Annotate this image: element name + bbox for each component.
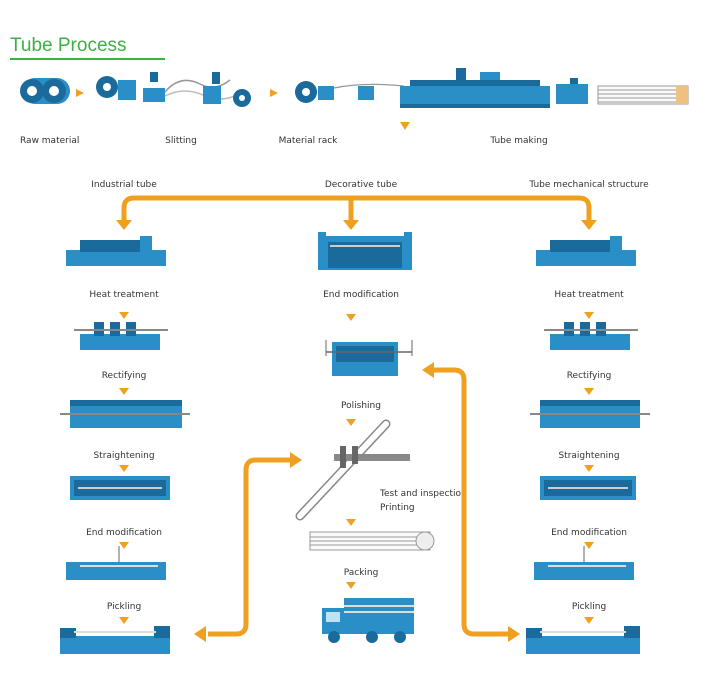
polishing-machine-icon (325, 340, 413, 376)
arrow-down-icon (343, 220, 359, 230)
end-modification-bench-icon (534, 546, 634, 580)
raw-material-coils-icon (20, 78, 70, 104)
arrow-down-icon (119, 465, 129, 472)
label-ind-pickling: Pickling (106, 602, 142, 612)
heat-treatment-machine-icon (66, 236, 166, 266)
arrow-down-icon (584, 465, 594, 472)
label-dec-packing: Packing (343, 568, 379, 578)
arrow-left-icon (422, 362, 434, 378)
label-industrial-tube: Industrial tube (91, 180, 157, 190)
connector-left-double-arrow (208, 457, 292, 637)
arrow-right-icon (290, 452, 302, 468)
straightening-machine-icon (60, 400, 190, 428)
label-material-rack: Material rack (278, 136, 338, 146)
arrow-down-icon (119, 388, 129, 395)
label-mech-rectifying: Rectifying (566, 371, 612, 381)
label-ind-straightening: Straightening (93, 451, 155, 461)
arrow-down-icon (581, 220, 597, 230)
label-dec-test-inspection: Test and inspection (380, 489, 467, 499)
arrow-down-icon (116, 220, 132, 230)
pickling-tank-icon (526, 626, 640, 654)
label-mechanical-structure: Tube mechanical structure (529, 180, 649, 190)
label-mech-end-modification: End modification (551, 528, 627, 538)
tube-bundle-icon (309, 531, 435, 551)
page-title: Tube Process (10, 34, 165, 60)
arrow-down-icon (584, 388, 594, 395)
slitting-machine-icon (96, 72, 251, 107)
rectifying-machine-icon (74, 322, 168, 350)
end-modification-machine-icon (70, 476, 170, 500)
label-decorative-tube: Decorative tube (324, 180, 398, 190)
arrow-down-icon (346, 419, 356, 426)
arrow-down-icon (346, 582, 356, 589)
arrow-right-icon (76, 89, 84, 97)
arrow-down-icon (346, 519, 356, 526)
end-modification-machine-icon (540, 476, 636, 500)
label-ind-heat-treatment: Heat treatment (89, 290, 159, 300)
tube-making-line-icon (400, 68, 689, 108)
arrow-down-icon (119, 542, 129, 549)
arrow-down-icon (119, 617, 129, 624)
connector-right-double-arrow (432, 367, 510, 637)
pickling-tank-icon (60, 626, 170, 654)
heat-treatment-machine-icon (536, 236, 636, 266)
end-modification-bench-icon (66, 546, 166, 580)
label-mech-heat-treatment: Heat treatment (554, 290, 624, 300)
arrow-down-icon (584, 312, 594, 319)
packing-truck-icon (322, 598, 414, 643)
material-rack-icon (295, 81, 405, 103)
arrow-left-icon (194, 626, 206, 642)
label-dec-end-modification: End modification (323, 290, 399, 300)
label-dec-printing: Printing (380, 503, 415, 513)
label-mech-straightening: Straightening (558, 451, 620, 461)
arrow-down-icon (400, 122, 410, 130)
label-slitting: Slitting (165, 136, 197, 146)
rectifying-machine-icon (544, 322, 638, 350)
arrow-down-icon (584, 542, 594, 549)
caliper-inspection-icon (295, 419, 410, 521)
label-ind-rectifying: Rectifying (101, 371, 147, 381)
arrow-down-icon (584, 617, 594, 624)
arrow-right-icon (270, 89, 278, 97)
label-ind-end-modification: End modification (86, 528, 162, 538)
straightening-machine-icon (530, 400, 650, 428)
label-mech-pickling: Pickling (571, 602, 607, 612)
arrow-down-icon (119, 312, 129, 319)
label-dec-polishing: Polishing (341, 401, 381, 411)
branch-arrows (121, 195, 592, 222)
end-modification-machine-icon (318, 232, 412, 270)
arrow-down-icon (346, 314, 356, 321)
label-raw-material: Raw material (20, 136, 80, 146)
arrow-right-icon (508, 626, 520, 642)
label-tube-making: Tube making (490, 136, 548, 146)
